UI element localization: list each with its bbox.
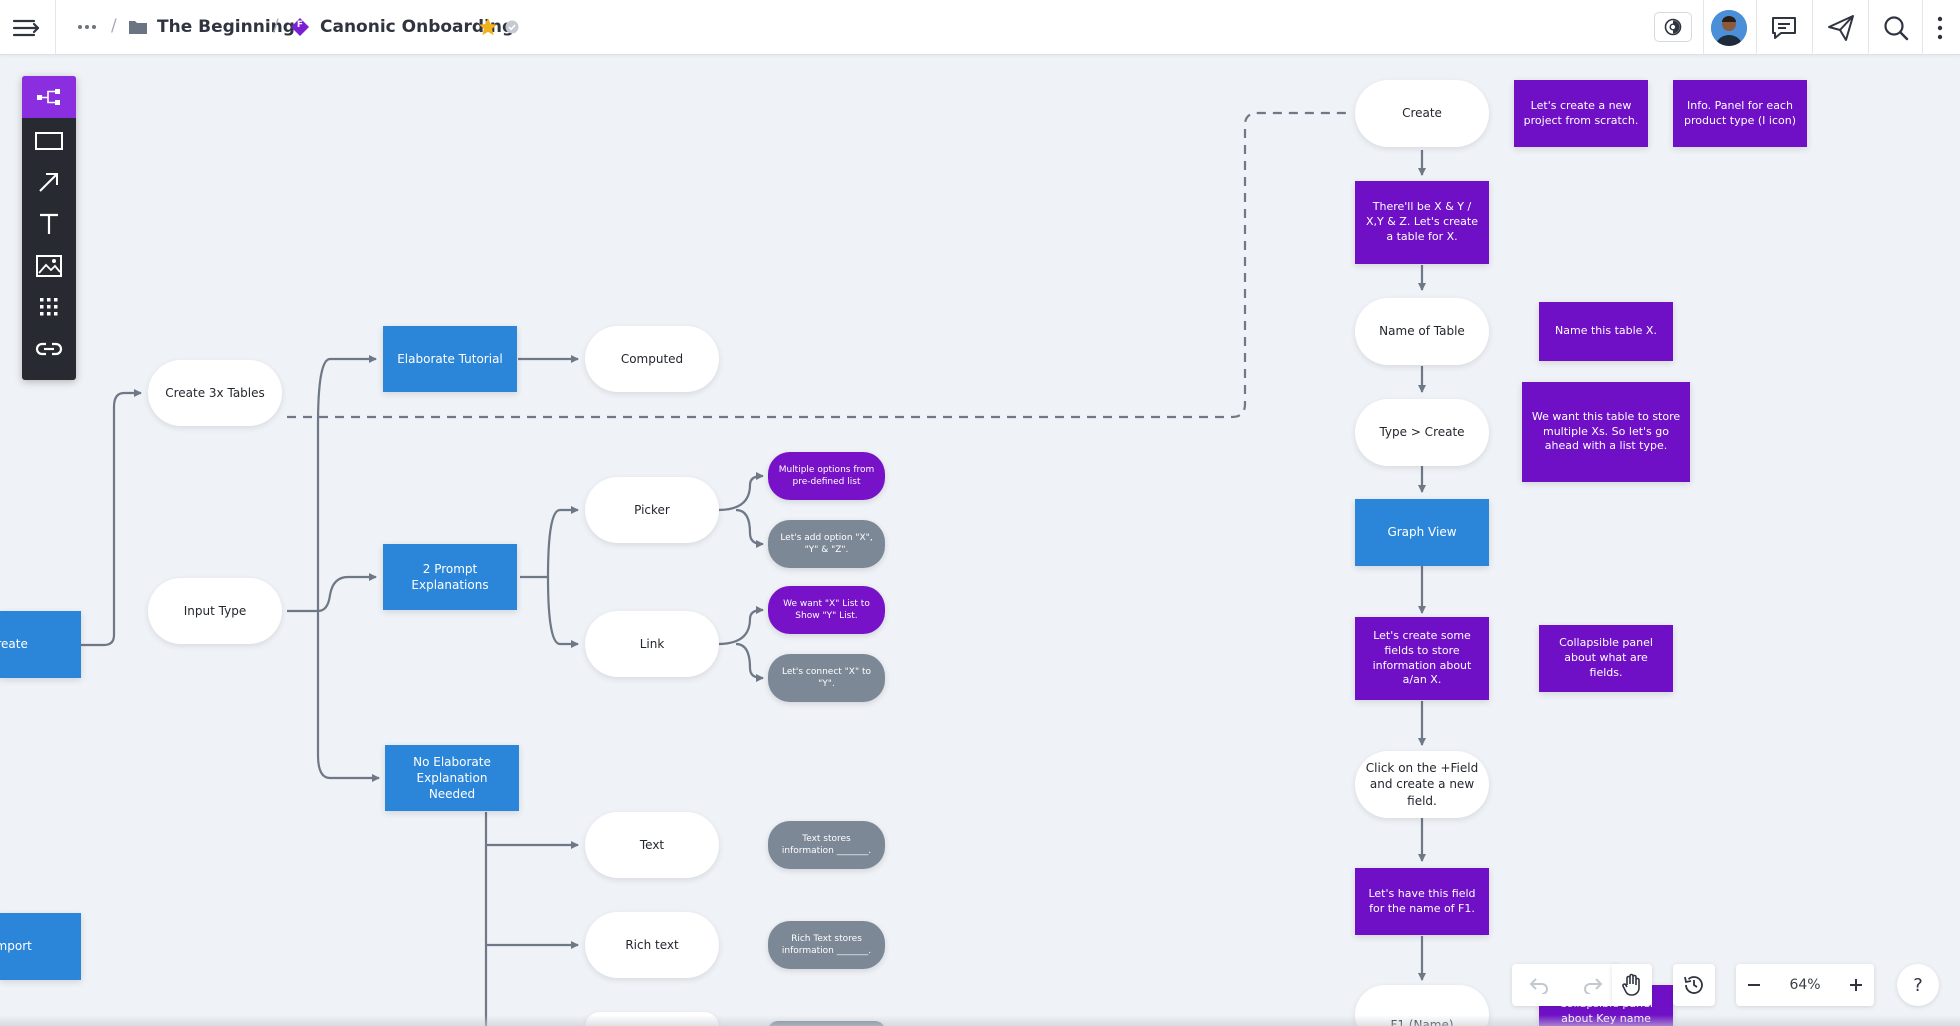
avatar[interactable] [1711, 10, 1747, 46]
link-icon[interactable] [22, 329, 76, 369]
note-collapsible-fields[interactable]: Collapsible panel about what are fields. [1539, 625, 1673, 692]
zoom-in-icon[interactable] [1848, 977, 1864, 993]
note-info-panel[interactable]: Info. Panel for each product type (I ico… [1673, 80, 1807, 147]
layout-icon[interactable] [22, 76, 76, 118]
text-node[interactable]: Text [585, 812, 719, 878]
note-list-type[interactable]: We want this table to store multiple Xs.… [1522, 382, 1690, 482]
partial-node[interactable] [585, 1012, 719, 1026]
more-icon[interactable] [76, 20, 98, 34]
drawing-toolbar [22, 76, 76, 380]
mode-toggle-icon[interactable] [1654, 12, 1692, 42]
flow-click-field-node[interactable]: Click on the +Field and create a new fie… [1355, 751, 1489, 818]
project-badge-icon: F [290, 17, 310, 37]
arrow-icon[interactable] [22, 162, 76, 202]
two-prompt-node[interactable]: 2 Prompt Explanations [383, 544, 517, 610]
flow-name-of-table-node[interactable]: Name of Table [1355, 298, 1489, 365]
zoom-controls: 64% [1736, 964, 1874, 1006]
picker-node[interactable]: Picker [585, 477, 719, 543]
verified-check-icon [505, 20, 519, 34]
add-option-note[interactable]: Let's add option "X", "Y" & "Z". [768, 520, 885, 568]
create-node-left[interactable]: Create [0, 611, 81, 678]
link-node[interactable]: Link [585, 611, 719, 677]
rectangle-icon[interactable] [22, 121, 76, 161]
note-new-project[interactable]: Let's create a new project from scratch. [1514, 80, 1648, 147]
rich-text-node[interactable]: Rich text [585, 912, 719, 978]
publish-icon[interactable] [1826, 13, 1856, 43]
create-3x-tables-node[interactable]: Create 3x Tables [148, 360, 282, 426]
import-node-left[interactable]: Import [0, 913, 81, 980]
breadcrumb-page[interactable]: F Canonic Onboarding [290, 16, 514, 38]
input-type-node[interactable]: Input Type [148, 578, 282, 644]
favorite-star-icon[interactable] [478, 17, 498, 37]
flow-xyz-node[interactable]: There'll be X & Y / X,Y & Z. Let's creat… [1355, 181, 1489, 264]
zoom-level[interactable]: 64% [1789, 977, 1821, 993]
breadcrumb-folder[interactable]: The Beginning [128, 16, 295, 38]
comments-icon[interactable] [1770, 14, 1798, 42]
want-x-list-note[interactable]: We want "X" List to Show "Y" List. [768, 586, 885, 634]
version-history-icon[interactable] [1673, 964, 1715, 1006]
flow-create-node[interactable]: Create [1355, 80, 1489, 147]
page-title: Canonic Onboarding [320, 17, 515, 37]
folder-icon [128, 19, 148, 35]
flow-fields-node[interactable]: Let's create some fields to store inform… [1355, 617, 1489, 700]
flow-f1-node[interactable]: F1 (Name) [1355, 985, 1489, 1026]
text-icon[interactable] [22, 204, 76, 244]
partial-note[interactable] [768, 1021, 885, 1026]
kebab-menu-icon[interactable] [1936, 14, 1946, 42]
history-controls [1512, 964, 1620, 1006]
redo-icon[interactable] [1583, 976, 1603, 994]
zoom-out-icon[interactable] [1746, 977, 1762, 993]
connect-x-note[interactable]: Let's connect "X" to "Y". [768, 654, 885, 702]
menu-toggle-icon[interactable] [12, 14, 42, 42]
grid-icon[interactable] [22, 287, 76, 327]
help-icon[interactable]: ? [1897, 964, 1939, 1006]
undo-icon[interactable] [1529, 976, 1549, 994]
pan-hand-icon[interactable] [1612, 964, 1652, 1006]
flow-have-field-node[interactable]: Let's have this field for the name of F1… [1355, 868, 1489, 935]
search-icon[interactable] [1882, 14, 1910, 42]
image-icon[interactable] [22, 246, 76, 286]
flow-canvas[interactable]: Create Import Create 3x Tables Input Typ… [0, 55, 1960, 1026]
connector-lines [81, 111, 1426, 1026]
elaborate-tutorial-node[interactable]: Elaborate Tutorial [383, 326, 517, 392]
top-bar: / The Beginning / F Canonic Onboarding [0, 0, 1960, 55]
flow-graph-view-node[interactable]: Graph View [1355, 499, 1489, 566]
flow-type-create-node[interactable]: Type > Create [1355, 399, 1489, 466]
computed-node[interactable]: Computed [585, 326, 719, 392]
rich-text-stores-note[interactable]: Rich Text stores information _______. [768, 921, 885, 969]
note-name-table[interactable]: Name this table X. [1539, 302, 1673, 361]
multiple-options-note[interactable]: Multiple options from pre-defined list [768, 452, 885, 500]
no-elaborate-node[interactable]: No Elaborate Explanation Needed [385, 745, 519, 811]
breadcrumb-folder-label: The Beginning [157, 17, 295, 37]
text-stores-note[interactable]: Text stores information _______. [768, 821, 885, 869]
